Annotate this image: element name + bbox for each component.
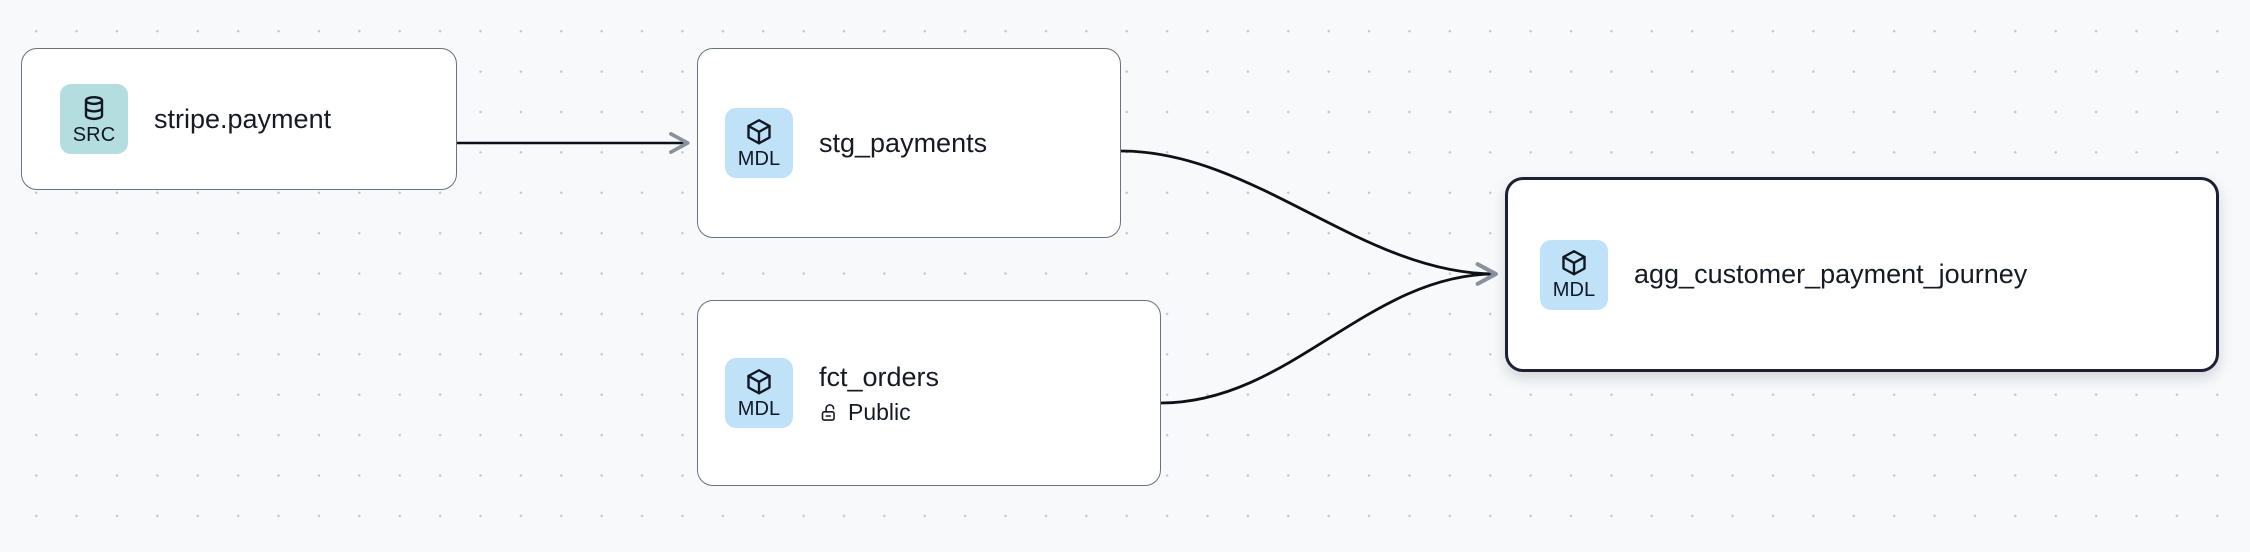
edge-fct-orders-to-agg-customer-payment-journey (1160, 262, 1498, 405)
node-type-badge-label: MDL (737, 147, 781, 170)
cube-icon (744, 367, 774, 397)
node-body: stripe.payment (154, 103, 331, 136)
node-type-badge-mdl: MDL (725, 108, 793, 178)
lineage-node-stripe-payment[interactable]: SRC stripe.payment (21, 48, 457, 190)
lineage-node-fct-orders[interactable]: MDL fct_orders Public (697, 300, 1161, 486)
lineage-node-stg-payments[interactable]: MDL stg_payments (697, 48, 1121, 238)
node-body: fct_orders Public (819, 361, 939, 426)
node-title: agg_customer_payment_journey (1634, 259, 2028, 289)
node-type-badge-mdl: MDL (1540, 239, 1608, 310)
node-type-badge-src: SRC (60, 84, 128, 154)
edge-stg-payments-to-agg-customer-payment-journey (1120, 149, 1498, 286)
node-body: agg_customer_payment_journey (1634, 258, 2027, 291)
node-type-badge-label: SRC (72, 123, 116, 146)
cube-icon (1559, 248, 1589, 278)
node-visibility-meta: Public (819, 399, 939, 426)
unlock-icon (819, 402, 840, 423)
node-title: stripe.payment (154, 103, 332, 134)
node-visibility-label: Public (848, 398, 911, 425)
node-title: stg_payments (819, 127, 988, 158)
node-type-badge-label: MDL (737, 397, 781, 420)
lineage-node-agg-customer-payment-journey[interactable]: MDL agg_customer_payment_journey (1505, 177, 2219, 372)
node-title: fct_orders (819, 361, 940, 392)
node-type-badge-mdl: MDL (725, 358, 793, 428)
cube-icon (744, 117, 774, 147)
node-body: stg_payments (819, 127, 987, 160)
database-icon (79, 93, 109, 123)
node-type-badge-label: MDL (1552, 279, 1596, 301)
